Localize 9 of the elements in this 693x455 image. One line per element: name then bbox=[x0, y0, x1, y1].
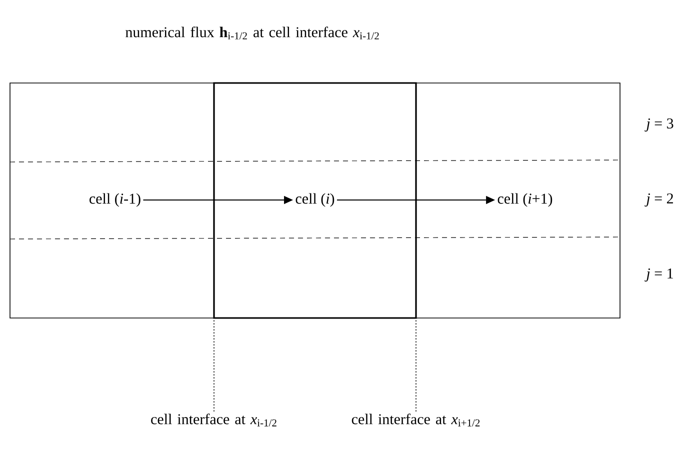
flux-label: numerical flux h$_{i-1/2}$ at cell interface x$_{i-1/2}$ bbox=[126, 26, 379, 40]
row-label: j = 2 bbox=[644, 193, 673, 207]
cell-label: cell (i-1) bbox=[90, 193, 140, 207]
interface-label: cell interface at x$_{i-1/2}$ bbox=[151, 414, 276, 426]
row-label: j = 3 bbox=[644, 118, 674, 132]
cell-label: cell (i) bbox=[296, 193, 334, 207]
row-label: j = 1 bbox=[644, 268, 673, 282]
interface-label: cell interface at x$_{i+1/2}$ bbox=[352, 414, 480, 426]
cell-label: cell (i+1) bbox=[498, 193, 552, 207]
